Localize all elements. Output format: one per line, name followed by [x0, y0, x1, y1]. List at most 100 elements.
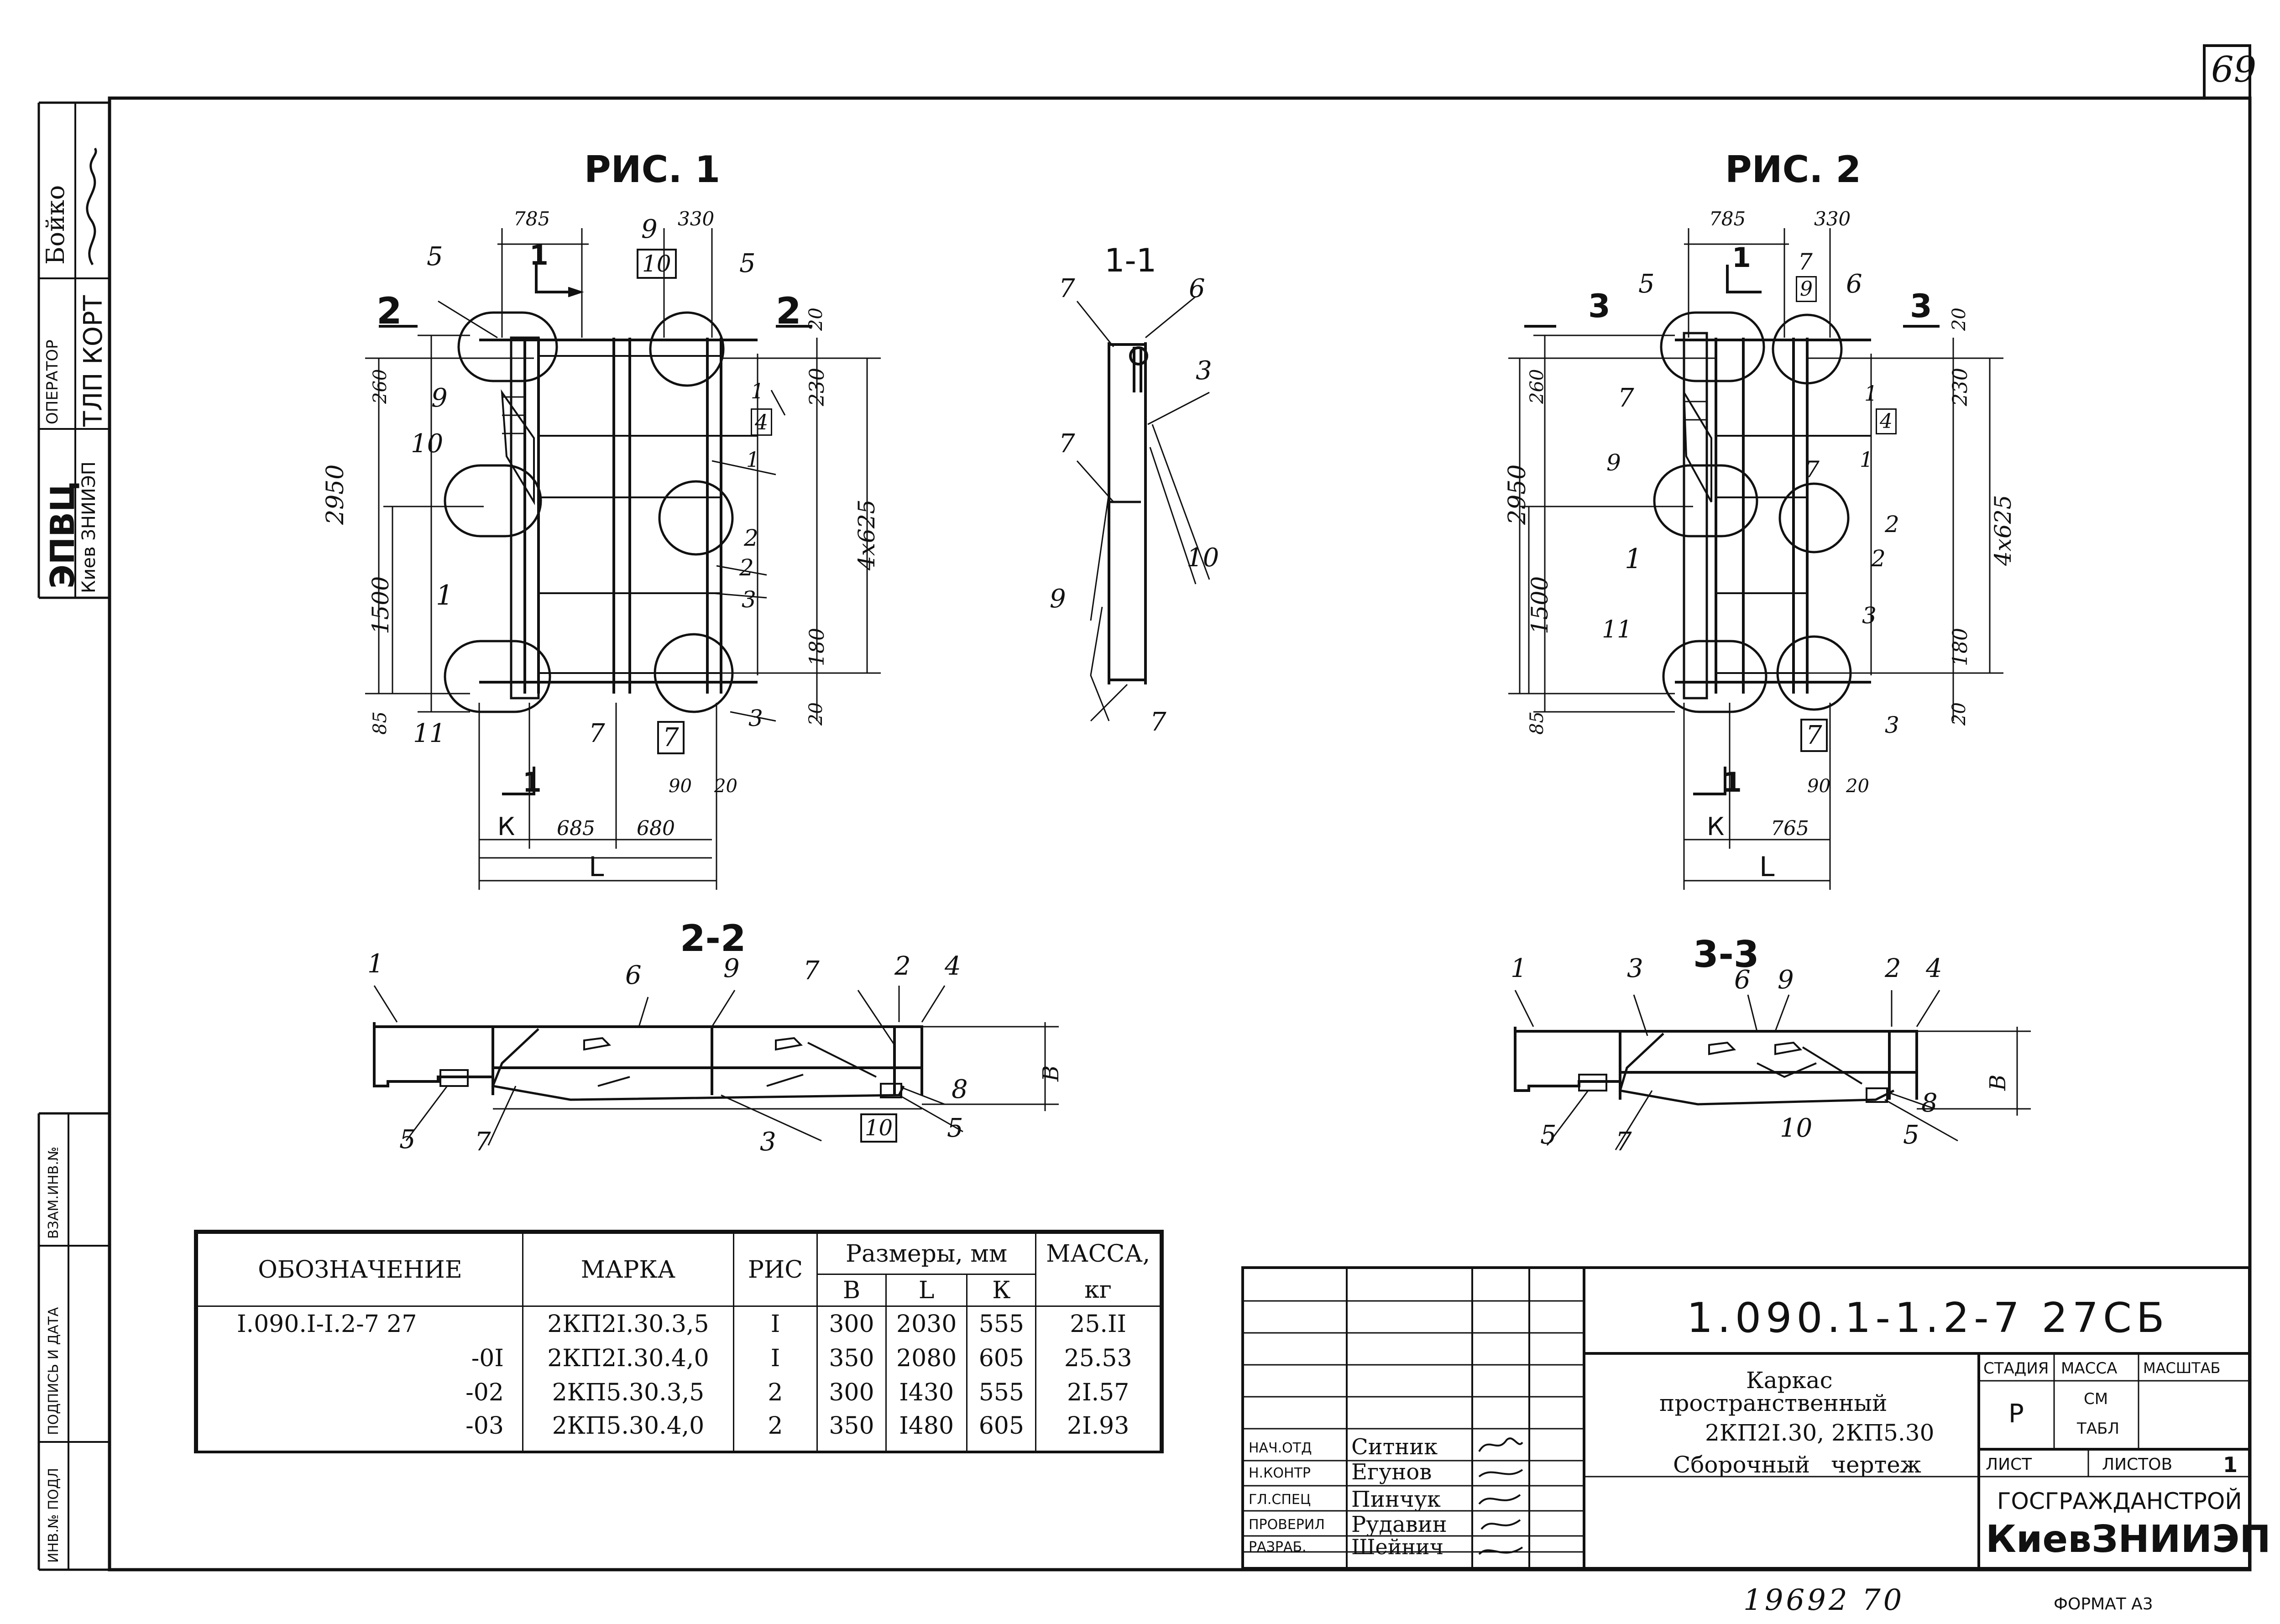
fig2-section-3-left: 3 [1588, 287, 1611, 325]
fig1-callout-4: 4 [751, 408, 773, 436]
fig2-dim-260: 260 [1527, 369, 1548, 404]
fig1-callout-7b: 7 [657, 721, 685, 754]
sec33-callout-10: 10 [1780, 1113, 1813, 1143]
title-block-scale-label: МАСШТАБ [2143, 1359, 2221, 1377]
side-col-vzam: ВЗАМ.ИНВ.№ [46, 1146, 62, 1239]
fig1-dim-20-bot: 20 [805, 702, 826, 726]
fig1-dim-680: 680 [637, 817, 675, 840]
sec22-callout-5b: 5 [947, 1113, 963, 1143]
sec11-callout-7b: 7 [1059, 429, 1075, 459]
fig2-dim-2950: 2950 [1504, 464, 1531, 525]
fig2-dim-90: 90 [1807, 776, 1830, 797]
fig2-dim-330: 330 [1814, 208, 1851, 230]
fig2-dim-20-bot: 20 [1949, 702, 1970, 726]
fig1-dim-260: 260 [370, 369, 391, 404]
title-block-mass-value-2: ТАБЛ [2077, 1420, 2119, 1438]
fig1-dim-20-right: 20 [714, 776, 737, 797]
fig1-callout-3m: 3 [742, 586, 756, 613]
sec22-title: 2-2 [680, 917, 746, 960]
fig2-callout-11: 11 [1602, 616, 1632, 643]
spec-header-mark: МАРКА [522, 1232, 734, 1307]
sec22-callout-5a: 5 [399, 1125, 416, 1154]
fig2-callout-6: 6 [1846, 269, 1862, 299]
title-block-org-2: КиевЗНИИЭП [1986, 1518, 2271, 1561]
sec33-callout-2: 2 [1885, 954, 1901, 983]
fig1-title: РИС. 1 [584, 148, 721, 191]
fig1-callout-5b: 5 [739, 249, 756, 278]
title-block-name-4: Сборочный чертеж [1673, 1452, 1921, 1478]
fig2-dim-4x625: 4х625 [1990, 495, 2016, 566]
title-block-name-3: 2КП2I.30, 2КП5.30 [1705, 1420, 1935, 1446]
sec11-callout-9: 9 [1050, 584, 1066, 614]
side-stamp-operator-label: ОПЕРАТОР [43, 339, 62, 424]
fig2-dim-l: L [1759, 851, 1775, 883]
fig2-dim-180: 180 [1949, 628, 1972, 666]
fig1-callout-7a: 7 [589, 719, 605, 748]
sec11-drawing [1076, 296, 1210, 722]
title-block-name-2: пространственный [1659, 1390, 1888, 1416]
sec22-callout-2: 2 [894, 951, 911, 981]
spec-header-b: В [816, 1274, 887, 1307]
signer-role: ПРОВЕРИЛ [1249, 1517, 1325, 1533]
fig1-dim-685: 685 [557, 817, 595, 840]
fig1-dim-230: 230 [805, 368, 829, 406]
signer-name: Шейнич [1351, 1535, 1444, 1559]
sec11-title: 1-1 [1104, 242, 1157, 279]
fig2-callout-10b: 9 [1606, 449, 1621, 476]
sec33-callout-9: 9 [1778, 965, 1794, 995]
sec22-callout-9: 9 [723, 954, 740, 983]
fig1-callout-10: 10 [637, 249, 677, 279]
fig2-callout-5: 5 [1638, 269, 1655, 299]
title-block-mass-label: МАССА [2061, 1359, 2118, 1378]
fig1-callout-10b: 10 [411, 429, 444, 459]
fig2-callout-10: 9 [1796, 276, 1817, 302]
fig1-callout-2b: 2 [739, 554, 754, 581]
signer-role: Н.КОНТР [1249, 1465, 1311, 1481]
sec22-callout-8: 8 [952, 1075, 968, 1104]
fig2-callout-7b: 7 [1800, 719, 1828, 752]
fig1-callout-9b: 9 [431, 383, 448, 413]
sec11-callout-10: 10 [1187, 543, 1219, 573]
title-block-stage-label: СТАДИЯ [1983, 1359, 2049, 1378]
spec-table: ОБОЗНАЧЕНИЕ МАРКА РИС Размеры, мм МАССА,… [194, 1230, 1164, 1453]
fig2-dim-765: 765 [1771, 817, 1809, 840]
fig1-callout-9: 9 [641, 214, 658, 244]
sec22-drawing [373, 985, 1059, 1146]
side-col-inv: ИНВ.№ ПОДЛ [46, 1467, 62, 1563]
side-col-podpis: ПОДПИСЬ И ДАТА [46, 1307, 62, 1435]
fig2-callout-1: 1 [1625, 543, 1642, 575]
side-stamp-signature [86, 147, 97, 266]
title-block-sheet-label: ЛИСТ [1986, 1455, 2032, 1474]
fig2-dim-1500: 1500 [1527, 576, 1553, 634]
sec33-callout-1: 1 [1511, 954, 1527, 983]
sec33-callout-5a: 5 [1540, 1120, 1557, 1150]
fig2-dim-230: 230 [1949, 368, 1972, 406]
fig2-callout-4: 4 [1876, 408, 1897, 434]
side-stamp-org: ЭПВЦ [43, 481, 82, 589]
side-stamp-org-small: Киев ЗНИИЭП [78, 461, 99, 593]
fig2-section-1-top: 1 [1732, 242, 1751, 274]
fig2-dim-k: К [1707, 812, 1725, 841]
fig1-dim-785: 785 [513, 208, 550, 230]
sec33-callout-6: 6 [1734, 965, 1751, 995]
title-block: 1.090.1-1.2-7 27СБ Каркас пространственн… [1241, 1266, 2271, 1570]
sec22-callout-7a: 7 [803, 956, 820, 986]
spec-header-mass: МАССА, [1035, 1232, 1161, 1274]
fig1-dim-k: К [497, 812, 515, 841]
sec22-callout-1: 1 [367, 949, 384, 979]
signer-role: ГЛ.СПЕЦ [1249, 1492, 1311, 1508]
side-stamp-operator-value: ТЛП КОРТ [78, 295, 108, 427]
fig2-callout-1m: 1 [1860, 447, 1873, 472]
fig2-callout-3m: 3 [1862, 602, 1877, 629]
signer-name: Егунов [1351, 1459, 1432, 1485]
sec22-dim-b: В [1038, 1065, 1064, 1081]
fig1-dim-85: 85 [370, 711, 391, 735]
title-block-org-1: ГОСГРАЖДАНСТРОЙ [1997, 1488, 2242, 1514]
fig1-section-2-left: 2 [377, 290, 402, 332]
table-row: -0I 2КП2I.30.4,0 I 350 2080 605 25.53 [197, 1341, 1161, 1375]
fig1-plan [365, 228, 881, 890]
fig1-dim-2950: 2950 [322, 464, 349, 525]
side-stamp-name: Бойко [41, 185, 70, 265]
title-block-mass-value-1: СМ [2084, 1390, 2108, 1408]
sec33-dim-b: В [1985, 1074, 2011, 1091]
